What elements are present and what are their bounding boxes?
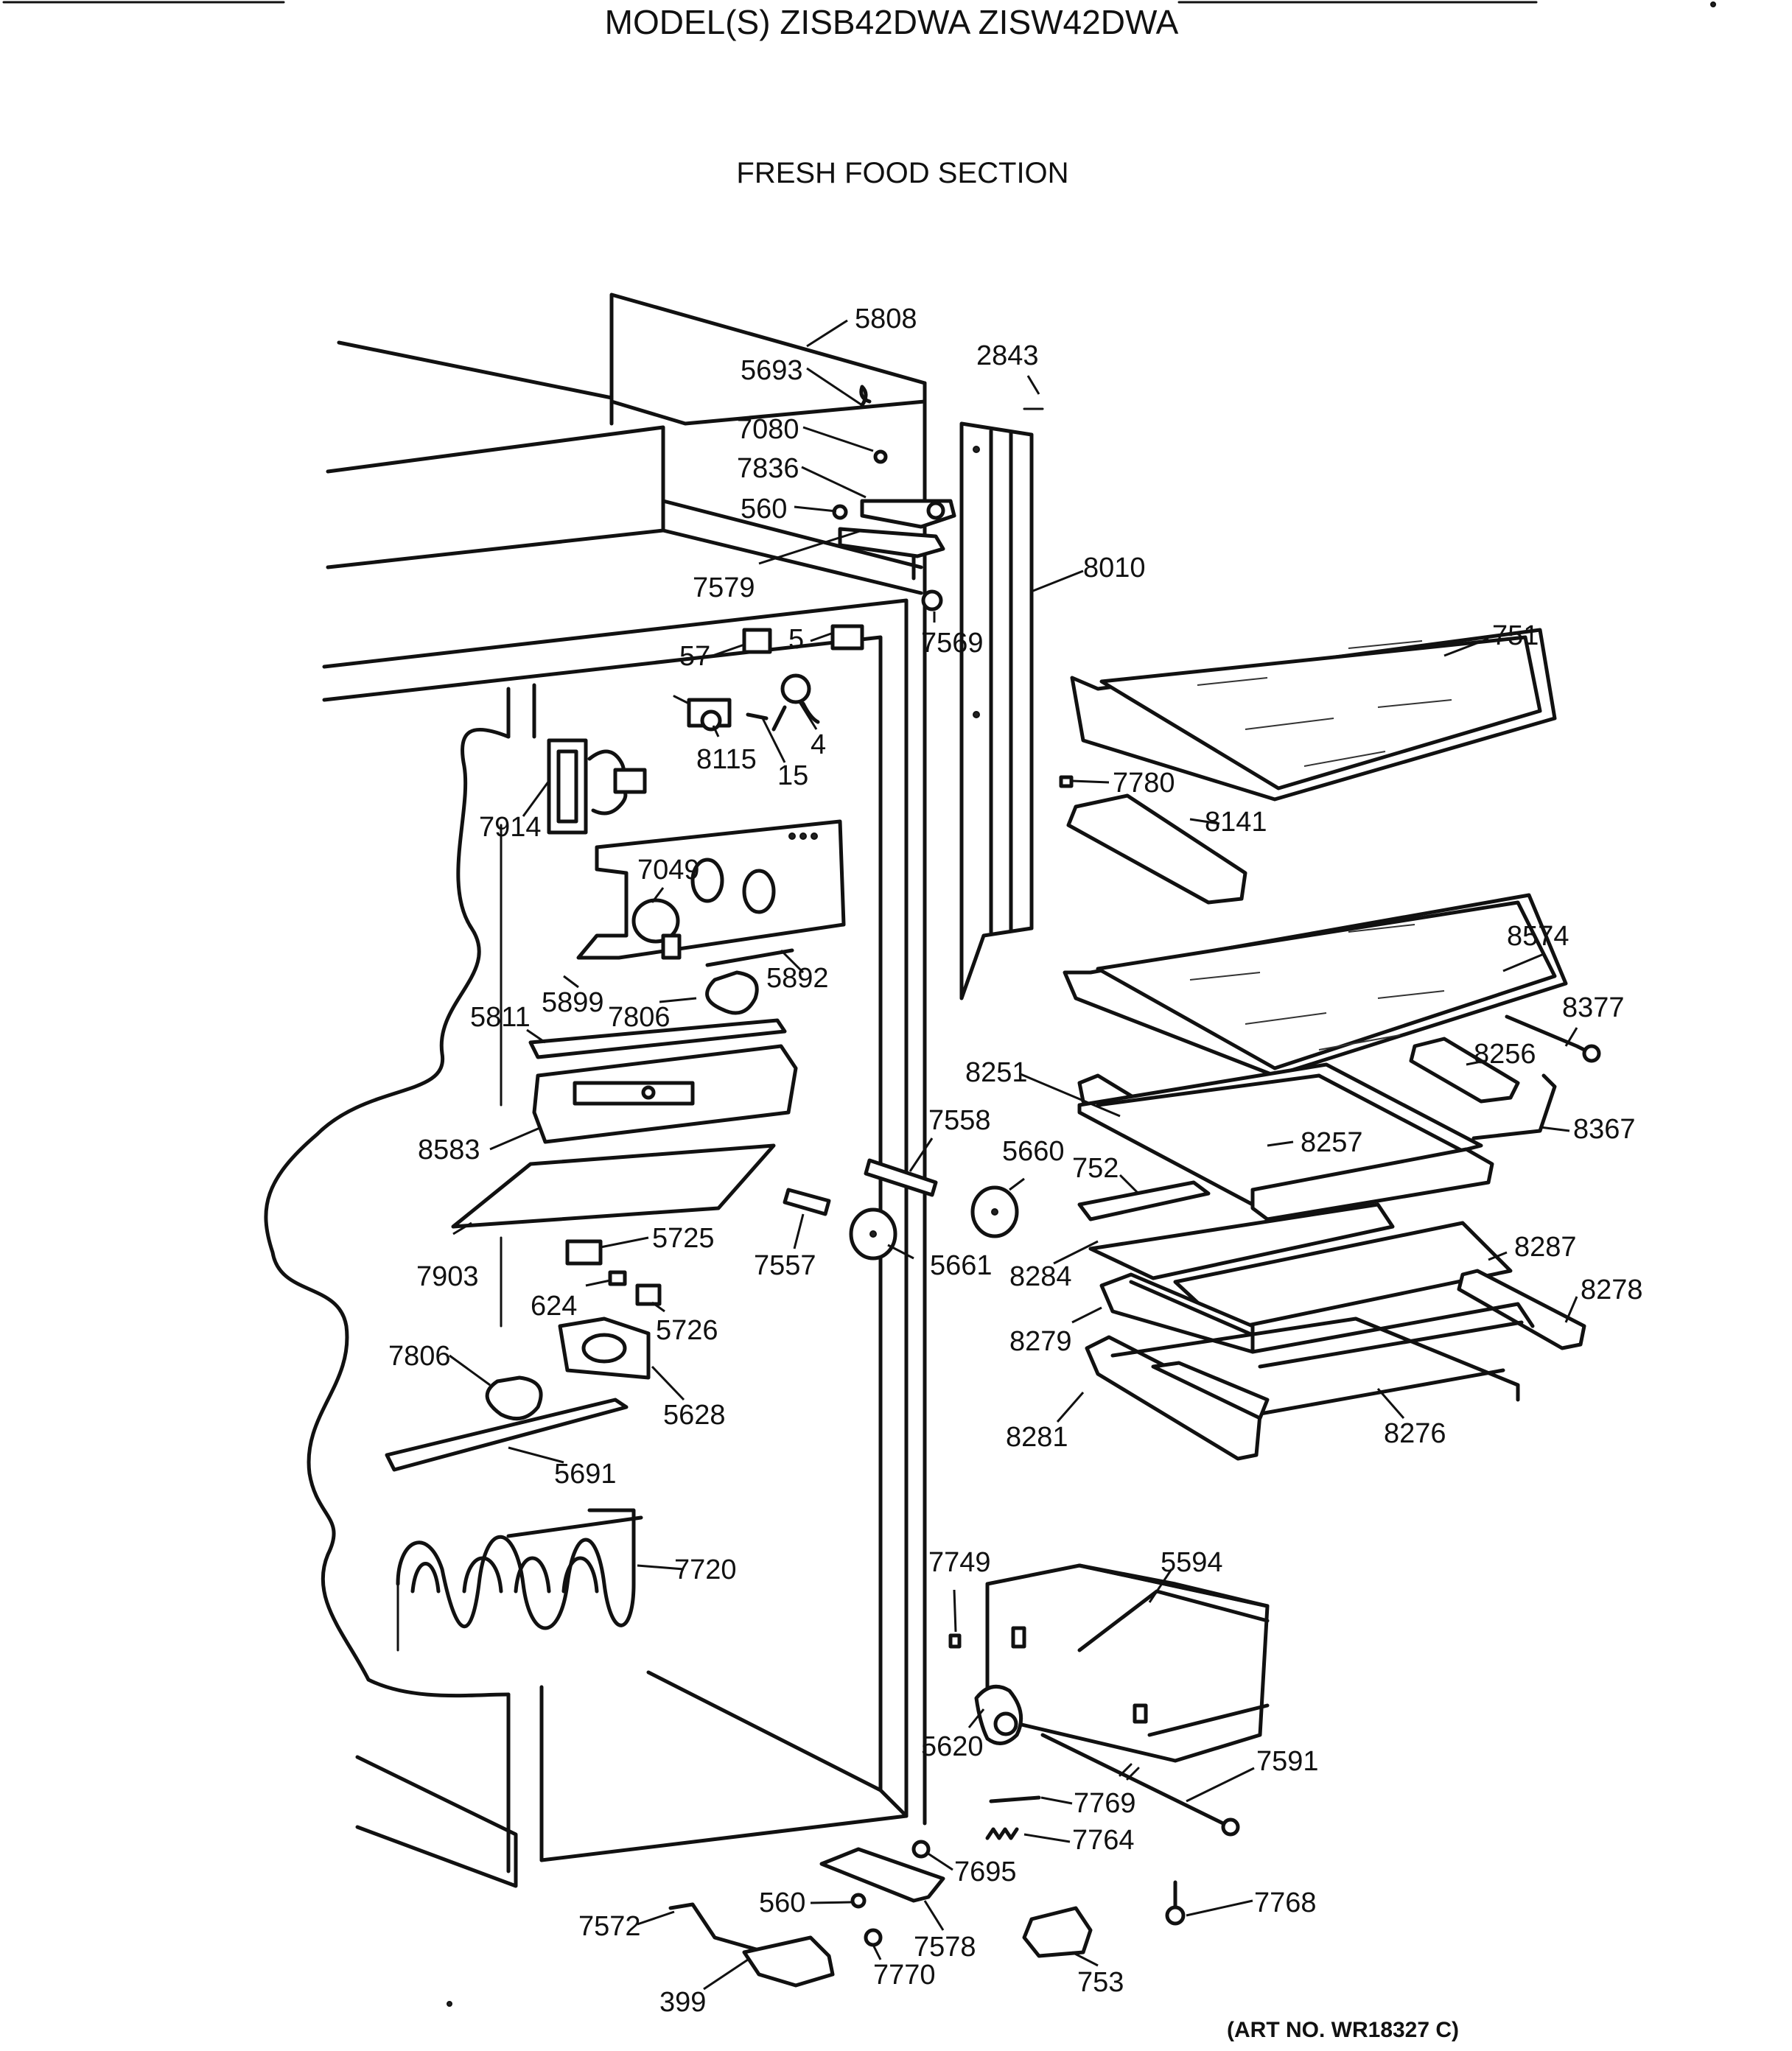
control-parts — [485, 624, 864, 1421]
part-label: 8141 — [1205, 807, 1267, 838]
part-label: 5725 — [652, 1223, 715, 1254]
top-panel — [609, 292, 927, 426]
part-label: 8287 — [1514, 1232, 1577, 1263]
part-label: 7903 — [416, 1261, 479, 1292]
part-label: 7806 — [388, 1341, 451, 1372]
part-label: 7591 — [1256, 1746, 1319, 1777]
section-title: FRESH FOOD SECTION — [736, 157, 1068, 189]
part-label: 560 — [741, 494, 787, 525]
part-label: 5691 — [554, 1459, 617, 1490]
part-label: 7579 — [693, 572, 755, 603]
part-label: 8278 — [1581, 1275, 1643, 1305]
part-label: 7836 — [737, 453, 799, 484]
part-label: 752 — [1072, 1153, 1119, 1184]
part-label: 5660 — [1002, 1136, 1065, 1167]
part-label: 2843 — [976, 340, 1039, 371]
part-label: 5811 — [470, 1002, 531, 1033]
shelf-8574 — [1063, 893, 1601, 1104]
cabinet — [264, 292, 927, 1888]
part-label: 5661 — [930, 1250, 993, 1281]
part-label: 7080 — [737, 414, 799, 445]
part-label: 5899 — [542, 987, 604, 1018]
model-title: MODEL(S) ZISB42DWA ZISW42DWA — [605, 3, 1179, 41]
part-label: 7572 — [578, 1911, 641, 1942]
part-label: 7769 — [1074, 1788, 1136, 1819]
part-label: 5726 — [656, 1315, 718, 1346]
part-label: 399 — [659, 1987, 706, 2018]
part-label: 5628 — [663, 1400, 726, 1431]
part-label: 8115 — [696, 744, 757, 775]
top-hinge — [832, 385, 1044, 611]
part-label: 7557 — [754, 1250, 816, 1281]
part-label: 5693 — [741, 355, 803, 386]
part-label: 8367 — [1573, 1114, 1636, 1145]
part-label: 7780 — [1113, 768, 1175, 799]
part-label: 7695 — [954, 1857, 1017, 1887]
breakaway-outline — [264, 727, 511, 1698]
part-label: 7558 — [928, 1105, 991, 1136]
part-label: 7049 — [637, 855, 700, 886]
part-label: 5808 — [855, 304, 917, 334]
drawer-cover-set — [1077, 1180, 1586, 1461]
part-label: 8377 — [1562, 992, 1625, 1023]
part-label: 5594 — [1161, 1547, 1223, 1578]
part-label: 7749 — [928, 1547, 991, 1578]
part-label: 7914 — [479, 812, 542, 843]
art-number: (ART NO. WR18327 C) — [1227, 2018, 1459, 2042]
part-label: 624 — [531, 1291, 577, 1322]
part-label: 560 — [759, 1887, 805, 1918]
part-label: 5620 — [921, 1731, 984, 1762]
shelf-8251 — [1077, 1062, 1557, 1221]
part-label: 8583 — [418, 1135, 480, 1165]
part-label: 8251 — [965, 1057, 1028, 1088]
dispenser-parts — [668, 1563, 1270, 1988]
part-label: 7770 — [873, 1960, 936, 1991]
part-label: 753 — [1077, 1967, 1124, 1998]
part-label: 5892 — [766, 963, 829, 994]
part-label: 8281 — [1006, 1422, 1068, 1453]
part-label: 8276 — [1384, 1418, 1446, 1449]
part-label: 8574 — [1507, 921, 1569, 952]
shelf-751 — [1070, 628, 1557, 802]
part-label: 751 — [1492, 620, 1539, 651]
part-label: 7768 — [1254, 1887, 1317, 1918]
left-panels — [385, 1018, 798, 1652]
part-label: 7764 — [1072, 1825, 1135, 1856]
speck — [447, 2001, 452, 2007]
shelf-8141-trim — [1059, 775, 1247, 905]
part-label: 15 — [777, 760, 808, 791]
speck — [1710, 1, 1716, 7]
part-label: 7569 — [921, 628, 984, 659]
part-label: 7806 — [608, 1002, 671, 1033]
part-label: 8256 — [1474, 1039, 1536, 1070]
part-label: 8010 — [1083, 553, 1146, 583]
part-label: 8279 — [1009, 1326, 1072, 1357]
leader-lines — [449, 319, 1578, 1991]
door-gasket-strip — [959, 421, 1034, 1000]
part-label: 8257 — [1301, 1127, 1363, 1158]
door-hardware — [783, 1158, 1019, 1261]
part-label: 5 — [788, 624, 804, 655]
part-label: 57 — [679, 641, 710, 672]
part-label: 4 — [811, 729, 826, 760]
part-label: 7720 — [674, 1554, 737, 1585]
part-label: 7578 — [914, 1932, 976, 1963]
part-label: 8284 — [1009, 1261, 1072, 1292]
part-labels: 5808 5693 2843 7080 7836 560 8010 7579 7… — [388, 304, 1643, 2018]
